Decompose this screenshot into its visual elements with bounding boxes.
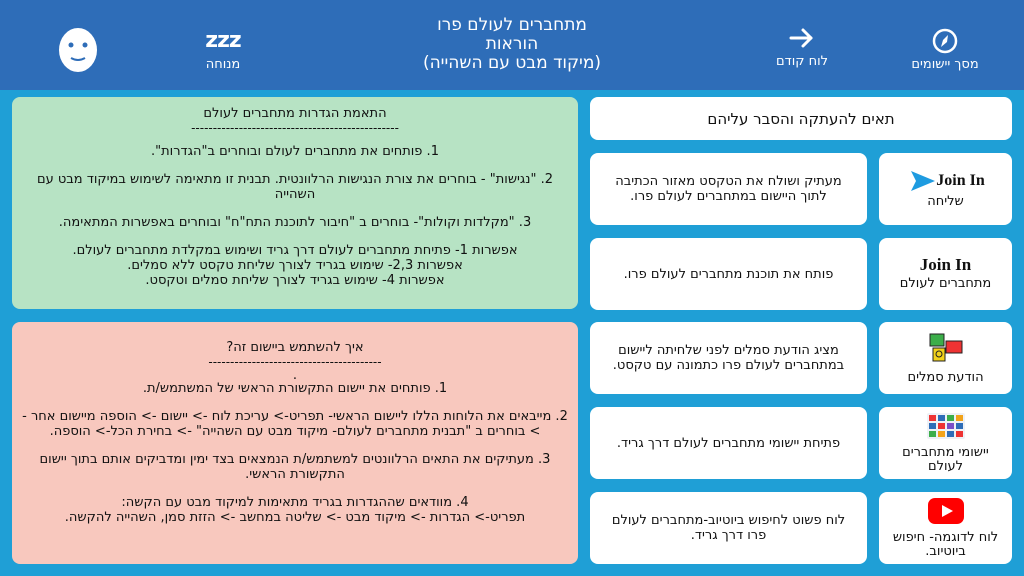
symbols-message-cell[interactable]: הודעת סמלים <box>879 322 1012 394</box>
settings-title: התאמת הגדרות מתחברים לעולם <box>203 106 387 121</box>
howto-title: איך להשתמש ביישום זה? <box>226 340 364 355</box>
sleep-zzz-icon: zzz <box>205 27 241 53</box>
open-joinin-cell[interactable]: Join In מתחברים לעולם <box>879 238 1012 310</box>
howto-step-1: 1. פותחים את יישום התקשורת הראשי של המשת… <box>142 381 448 396</box>
compass-icon <box>932 28 958 53</box>
howto-dot: . <box>292 368 298 383</box>
apps-description: פתיחת יישומי מתחברים לעולם דרך גריד. <box>616 435 841 451</box>
top-bar: מסך יישומים לוח קודם מתחברים לעולם פרו ה… <box>0 0 1024 90</box>
apps-description-card: פתיחת יישומי מתחברים לעולם דרך גריד. <box>590 407 867 479</box>
open-joinin-label: מתחברים לעולם <box>899 275 992 291</box>
send-cell[interactable]: Join In שליחה <box>879 153 1012 225</box>
settings-option-3: אפשרות 4- שימוש בגריד לצורך שליחת סמלים … <box>145 273 445 288</box>
symbols-description: מציג הודעת סמלים לפני שלחיתה ליישום במתח… <box>612 343 845 373</box>
apps-screen-button[interactable]: מסך יישומים <box>900 24 990 74</box>
settings-divider: ----------------------------------------… <box>191 121 399 135</box>
joinin-logo-text-2: Join In <box>919 254 972 274</box>
symbols-description-card: מציג הודעת סמלים לפני שלחיתה ליישום במתח… <box>590 322 867 394</box>
joinin-send-icon: Join In <box>906 170 985 192</box>
joinin-apps-cell[interactable]: יישומי מתחברים לעולם <box>879 407 1012 479</box>
rest-button[interactable]: zzz מנוחה <box>192 24 254 76</box>
title-line-1: מתחברים לעולם פרו <box>437 15 587 35</box>
face-avatar-icon[interactable] <box>58 27 98 73</box>
howto-step-3: 3. מעתיקים את התאים הרלוונטים למשתמש/ת ה… <box>39 452 551 482</box>
title-line-3: (מיקוד מבט עם השהייה) <box>422 53 602 73</box>
rest-label: מנוחה <box>205 56 241 72</box>
howto-divider: ---------------------------------------- <box>208 355 382 369</box>
youtube-board-label: לוח לדוגמה- חיפוש ביוטיוב. <box>892 529 999 559</box>
previous-board-label: לוח קודם <box>775 53 829 69</box>
joinin-apps-label: יישומי מתחברים לעולם <box>902 444 989 474</box>
open-app-description-card: פותח את תוכנת מתחברים לעולם פרו. <box>590 238 867 310</box>
youtube-description: לוח פשוט לחיפוש ביוטיוב-מתחברים לעולם פר… <box>611 513 846 543</box>
settings-option-2: אפשרות 2,3- שימוש בגריד לצורך שליחת טקסט… <box>127 258 463 273</box>
youtube-icon <box>927 497 964 528</box>
open-app-description: פותח את תוכנת מתחברים לעולם פרו. <box>623 266 834 282</box>
send-description: מעתיק ושולח את הטקסט מאזור הכתיבה לתוך ה… <box>615 174 842 204</box>
howto-step-4-detail: תפריט-> הגדרות -> מיקוד מבט -> שליטה במח… <box>64 510 526 525</box>
settings-instructions-panel: התאמת הגדרות מתחברים לעולם -------------… <box>12 97 578 309</box>
symbols-message-icon <box>928 332 964 368</box>
arrow-right-icon <box>789 28 813 47</box>
settings-step-1: 1. פותחים את מתחברים לעולם ובוחרים ב"הגד… <box>151 144 439 159</box>
how-to-use-panel: איך להשתמש ביישום זה? ------------------… <box>12 322 578 564</box>
symbols-message-label: הודעת סמלים <box>907 369 984 385</box>
joinin-logo-icon: Join In <box>919 254 972 274</box>
youtube-board-cell[interactable]: לוח לדוגמה- חיפוש ביוטיוב. <box>879 492 1012 564</box>
copyable-cells-header: תאים להעתקה והסבר עליהם <box>590 97 1012 140</box>
send-label: שליחה <box>927 193 964 209</box>
settings-step-2: 2. "נגישות" - בוחרים את צורת הנגישות הרל… <box>36 172 554 202</box>
joinin-logo-text: Join In <box>936 171 985 189</box>
settings-step-3: 3. "מקלדות וקולות"- בוחרים ב "חיבור לתוכ… <box>58 215 532 230</box>
settings-option-1: אפשרות 1- פתיחת מתחברים לעולם דרך גריד ו… <box>72 243 518 258</box>
howto-step-2: 2. מייבאים את הלוחות הללו ליישום הראשי- … <box>22 409 568 439</box>
title-line-2: הוראות <box>485 34 539 54</box>
apps-screen-label: מסך יישומים <box>911 56 979 72</box>
page-title: מתחברים לעולם פרו הוראות (מיקוד מבט עם ה… <box>380 16 644 73</box>
howto-step-4: 4. מוודאים שההגדרות בגריד מתאימות למיקוד… <box>121 495 469 510</box>
previous-board-button[interactable]: לוח קודם <box>766 22 838 72</box>
apps-grid-icon <box>926 412 965 443</box>
send-description-card: מעתיק ושולח את הטקסט מאזור הכתיבה לתוך ה… <box>590 153 867 225</box>
copyable-cells-header-label: תאים להעתקה והסבר עליהם <box>707 109 895 128</box>
youtube-description-card: לוח פשוט לחיפוש ביוטיוב-מתחברים לעולם פר… <box>590 492 867 564</box>
